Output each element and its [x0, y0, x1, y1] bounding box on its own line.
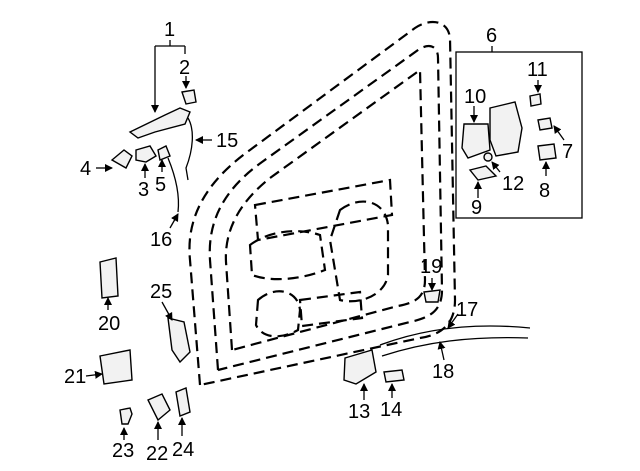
- part-18-cable: [381, 336, 529, 357]
- part-8-bracket: [537, 143, 557, 161]
- part-16-rod: [167, 157, 180, 213]
- callout-10: 10: [464, 86, 486, 108]
- callout-18: 18: [432, 361, 454, 383]
- callout-14: 14: [380, 399, 402, 421]
- lock-assembly-box: [455, 51, 583, 219]
- callout-1: 1: [164, 19, 175, 41]
- part-20-hinge: [99, 257, 119, 299]
- part-15-rod: [185, 117, 193, 181]
- part-lock-body: [489, 101, 523, 157]
- part-1-handle-bracket: [128, 107, 191, 139]
- callout-6: 6: [486, 25, 497, 47]
- leader-lines: [85, 40, 565, 440]
- callout-5: 5: [155, 174, 166, 196]
- part-23-bolt: [119, 407, 133, 425]
- part-2-clip: [181, 89, 197, 105]
- part-24-bracket: [175, 387, 191, 417]
- callout-16: 16: [150, 229, 172, 251]
- part-9-lever: [468, 165, 498, 181]
- part-4-bushing: [110, 149, 133, 169]
- part-7-clip: [537, 117, 553, 131]
- part-12-clip: [483, 152, 493, 162]
- part-3-connector: [135, 145, 157, 163]
- callout-13: 13: [348, 401, 370, 423]
- part-25-bracket: [167, 317, 191, 364]
- callout-20: 20: [98, 313, 120, 335]
- callout-19: 19: [420, 256, 442, 278]
- callout-3: 3: [138, 179, 149, 201]
- part-11-screw: [529, 93, 542, 107]
- part-19-clip: [423, 289, 441, 303]
- callout-25: 25: [150, 281, 172, 303]
- callout-8: 8: [539, 180, 550, 202]
- part-22-striker: [147, 393, 171, 422]
- part-17-cable: [379, 325, 531, 346]
- door-frame-outline: [188, 20, 457, 387]
- callout-21: 21: [64, 366, 86, 388]
- callout-22: 22: [146, 443, 168, 465]
- part-5-clip: [157, 145, 171, 161]
- part-10-latch: [461, 123, 491, 159]
- callout-24: 24: [172, 439, 194, 461]
- callout-9: 9: [471, 197, 482, 219]
- callout-15: 15: [216, 130, 238, 152]
- callout-17: 17: [456, 299, 478, 321]
- callout-11: 11: [527, 59, 548, 81]
- callout-2: 2: [179, 57, 190, 79]
- part-14-bolt: [383, 369, 405, 383]
- part-13-handle: [343, 349, 377, 385]
- callout-4: 4: [80, 158, 91, 180]
- callout-7: 7: [562, 141, 573, 163]
- part-21-hinge: [99, 349, 133, 385]
- callout-23: 23: [112, 440, 134, 462]
- callout-12: 12: [502, 173, 524, 195]
